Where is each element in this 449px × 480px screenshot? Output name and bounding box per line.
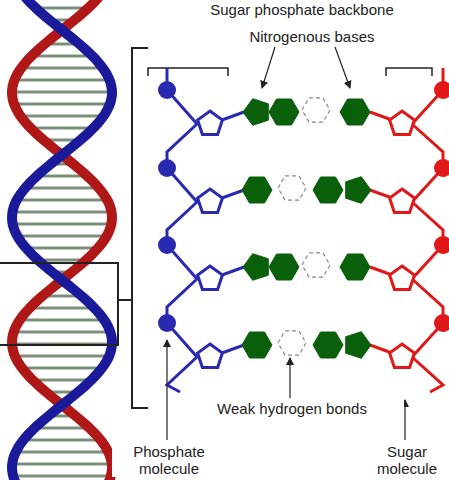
helix-rung	[30, 307, 95, 310]
hydrogen-bond	[302, 253, 330, 277]
glycosidic-bond	[222, 345, 244, 353]
helix-rung	[20, 319, 104, 322]
glycosidic-bond	[222, 190, 244, 198]
phosphate	[158, 236, 176, 254]
backbone-bracket	[386, 68, 432, 76]
sugar	[390, 189, 415, 213]
helix-rung	[26, 247, 98, 250]
base	[313, 177, 343, 203]
leader-line	[335, 47, 350, 88]
base	[313, 332, 343, 358]
helix-rung	[31, 127, 94, 130]
helix-strand	[12, 0, 112, 480]
phosphate	[434, 236, 449, 254]
helix-rung	[12, 211, 111, 214]
phosphate	[434, 314, 449, 332]
glycosidic-bond	[222, 267, 244, 275]
helix-rung	[23, 439, 100, 442]
helix-rung	[15, 355, 109, 358]
helix-rung	[33, 379, 92, 382]
bracket	[132, 48, 148, 408]
hydrogen-bond	[278, 176, 306, 200]
callout-label: Nitrogenous bases	[220, 28, 404, 45]
leader-line	[262, 47, 275, 88]
sugar	[198, 266, 223, 290]
helix-rung	[32, 55, 93, 58]
glycosidic-bond	[222, 112, 244, 120]
base	[346, 177, 371, 204]
backbone-bracket	[148, 68, 228, 76]
base	[243, 254, 268, 281]
helix-rung	[14, 103, 110, 106]
sugar	[198, 344, 223, 368]
helix-strand	[12, 0, 112, 480]
double-helix	[12, 0, 112, 480]
helix-rung	[20, 115, 103, 118]
zoom-box	[0, 263, 118, 345]
helix-rung	[17, 199, 107, 202]
base	[340, 99, 370, 125]
callout-label: Weak hydrogen bonds	[180, 400, 404, 417]
leader-line	[404, 400, 405, 440]
hydrogen-bond	[302, 98, 330, 122]
helix-rung	[13, 475, 111, 478]
zoom-connector	[118, 299, 132, 301]
phosphate	[158, 81, 176, 99]
helix-rung	[22, 367, 102, 370]
hydrogen-bond	[278, 331, 306, 355]
helix-rung	[14, 79, 109, 82]
helix-rung	[12, 463, 112, 466]
sugar	[390, 266, 415, 290]
base	[340, 254, 370, 280]
helix-rung	[25, 187, 99, 190]
helix-rung	[21, 67, 103, 70]
helix-rung	[13, 223, 112, 226]
phosphate	[434, 159, 449, 177]
sugar	[198, 111, 223, 135]
helix-rung	[14, 331, 111, 334]
base	[269, 99, 299, 125]
base	[242, 177, 272, 203]
sugar	[390, 344, 415, 368]
sugar	[390, 111, 415, 135]
base	[243, 99, 268, 126]
title-label: Sugar phosphate backbone	[170, 1, 434, 18]
base	[242, 332, 272, 358]
phosphate	[158, 314, 176, 332]
helix-rung	[12, 91, 112, 94]
backbone	[167, 68, 197, 392]
leader-line	[166, 340, 167, 440]
sugar	[198, 189, 223, 213]
backbone	[412, 68, 443, 392]
base	[269, 254, 299, 280]
helix-rung	[17, 235, 106, 238]
helix-rung	[16, 451, 109, 454]
dna-strands	[158, 68, 449, 392]
callout-label: Phosphate molecule	[112, 443, 226, 477]
leader-line	[289, 358, 290, 398]
callout-label: Sugar molecule	[367, 443, 447, 477]
base	[346, 332, 371, 359]
phosphate	[434, 81, 449, 99]
phosphate	[158, 159, 176, 177]
